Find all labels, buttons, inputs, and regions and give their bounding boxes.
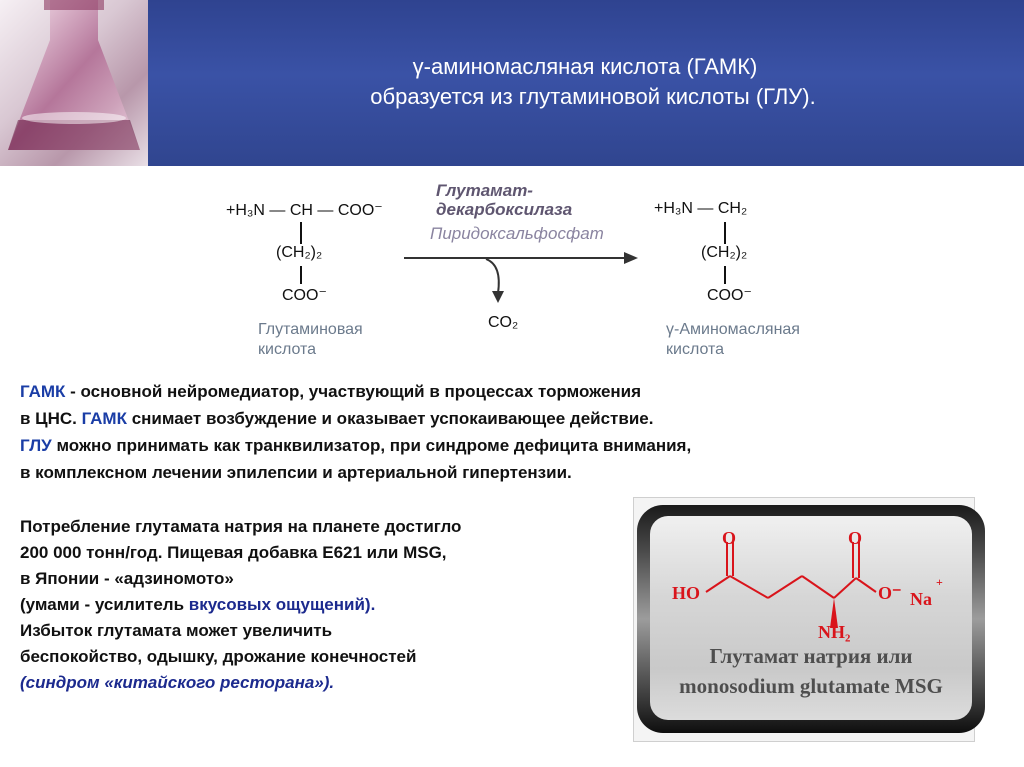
page-title: γ-аминомасляная кислота (ГАМК) образуетс… <box>150 52 1020 112</box>
glu-top-formula: +H₃N — CH — COO⁻ <box>226 202 383 219</box>
msg-o-right: O <box>848 528 863 548</box>
gaba-top-formula: +H₃N — CH₂ <box>654 200 748 217</box>
text-line-1: ГАМК - основной нейромедиатор, участвующ… <box>20 378 691 405</box>
text-span: ). <box>364 595 376 614</box>
msg-nh2: NH₂ <box>818 622 851 642</box>
glu-bottom-formula: COO⁻ <box>282 287 327 304</box>
description-paragraph: ГАМК - основной нейромедиатор, участвующ… <box>20 378 691 486</box>
header-banner <box>0 0 1024 166</box>
term-gaba: ГАМК <box>20 382 66 401</box>
co2-label: CO₂ <box>488 314 519 331</box>
reaction-arrow-icon <box>404 252 638 303</box>
enzyme-name-1: Глутамат- <box>436 181 533 200</box>
usage-line-2: 200 000 тонн/год. Пищевая добавка Е621 и… <box>20 543 447 562</box>
gaba-bond-2 <box>724 266 726 284</box>
enzyme-name-2: декарбоксилаза <box>436 200 573 219</box>
gaba-bottom-formula: COO⁻ <box>707 287 752 304</box>
text-span: (умами - усилитель <box>20 595 189 614</box>
text-line-3: ГЛУ можно принимать как транквилизатор, … <box>20 432 691 459</box>
msg-o-minus: O⁻ <box>878 583 902 603</box>
msg-structure-icon <box>705 542 877 628</box>
text-line-2: в ЦНС. ГАМК снимает возбуждение и оказыв… <box>20 405 691 432</box>
msg-na: Na <box>910 589 932 609</box>
gaba-chain: (CH₂)₂ <box>701 244 748 261</box>
usage-line-6: беспокойство, одышку, дрожание конечност… <box>20 647 417 666</box>
msg-na-charge: + <box>936 575 943 589</box>
gaba-name-1: γ-Аминомасляная <box>666 321 800 338</box>
flask-image <box>0 0 148 166</box>
glu-chain: (CH₂)₂ <box>276 244 323 261</box>
usage-paragraph: Потребление глутамата натрия на планете … <box>20 514 461 696</box>
gaba-name-2: кислота <box>666 341 725 358</box>
usage-line-4: (умами - усилитель вкусовых ощущений). <box>20 592 461 618</box>
text-span: можно принимать как транквилизатор, при … <box>51 436 692 455</box>
usage-line-1: Потребление глутамата натрия на планете … <box>20 517 462 536</box>
text-line-4: в комплексном лечении эпилепсии и артери… <box>20 463 572 482</box>
text-span: - основной нейромедиатор, участвующий в … <box>65 382 642 401</box>
glu-bond-2 <box>300 266 302 284</box>
glu-name-2: кислота <box>258 341 317 358</box>
taste-term: вкусовых ощущений <box>188 595 365 614</box>
msg-caption-1: Глутамат натрия или <box>709 644 913 668</box>
msg-caption-2: monosodium glutamate MSG <box>679 674 943 698</box>
term-gaba: ГАМК <box>81 409 127 428</box>
usage-line-7: (синдром «китайского ресторана»). <box>20 673 335 692</box>
msg-o-left: O <box>722 528 737 548</box>
gaba-bond-1 <box>724 222 726 244</box>
term-glu: ГЛУ <box>20 436 52 455</box>
glu-name-1: Глутаминовая <box>258 321 363 338</box>
msg-card <box>650 516 972 720</box>
cofactor-name: Пиридоксальфосфат <box>430 224 604 243</box>
msg-ho: HO <box>672 583 701 603</box>
text-span: снимает возбуждение и оказывает успокаив… <box>126 409 654 428</box>
title-line-1: γ-аминомасляная кислота (ГАМК) <box>412 54 758 79</box>
title-line-2: образуется из глутаминовой кислоты (ГЛУ)… <box>370 84 816 109</box>
text-span: в ЦНС. <box>20 409 82 428</box>
usage-line-3: в Японии - «адзиномото» <box>20 569 234 588</box>
glu-bond-1 <box>300 222 302 244</box>
usage-line-5: Избыток глутамата может увеличить <box>20 621 333 640</box>
